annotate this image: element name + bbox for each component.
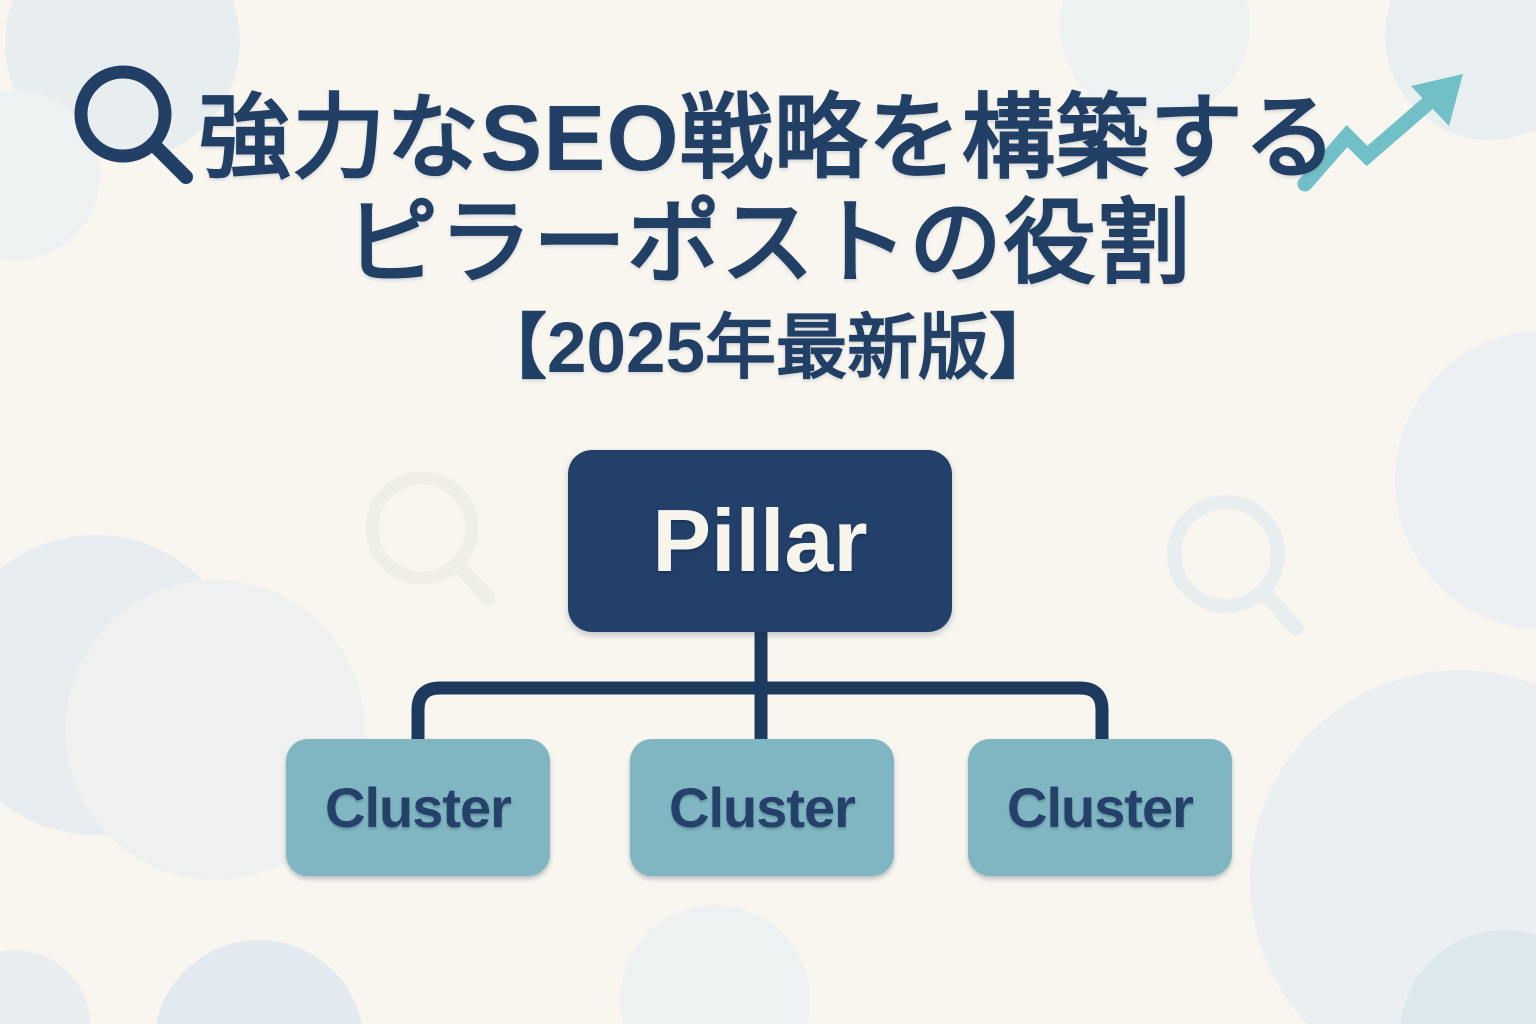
decor-circle <box>154 940 364 1024</box>
pillar-node: Pillar <box>568 450 952 632</box>
watermark-search-icon-left <box>365 471 495 605</box>
decor-circle <box>1400 930 1536 1024</box>
decor-circle <box>0 535 245 835</box>
cluster-node-label: Cluster <box>325 776 512 839</box>
cluster-node-3: Cluster <box>968 739 1232 876</box>
pillar-node-label: Pillar <box>652 491 868 590</box>
trending-up-icon <box>1297 74 1463 192</box>
title-line-2: ピラーポストの役割 <box>345 191 1191 296</box>
cluster-node-1: Cluster <box>286 739 550 876</box>
search-icon <box>74 65 193 184</box>
cluster-node-label: Cluster <box>1007 776 1194 839</box>
page-title: 強力なSEO戦略を構築する ピラーポストの役割 【2025年最新版】 <box>0 86 1536 388</box>
cluster-node-2: Cluster <box>630 739 894 876</box>
decor-circle <box>1250 670 1536 1024</box>
decor-circle <box>620 905 810 1024</box>
title-line-1: 強力なSEO戦略を構築する <box>198 86 1338 190</box>
cluster-node-label: Cluster <box>669 776 856 839</box>
watermark-search-icon-right <box>1167 495 1304 636</box>
decor-circle <box>0 950 90 1024</box>
title-line-3: 【2025年最新版】 <box>476 309 1060 389</box>
